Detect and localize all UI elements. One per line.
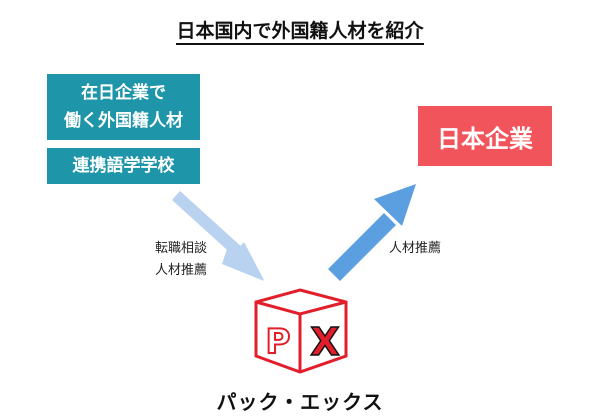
consult-arrow-head xyxy=(222,243,264,281)
foreign-talent-box: 在日企業で 働く外国籍人材 xyxy=(47,74,200,140)
recommend-arrow-head xyxy=(374,184,416,226)
recommend-arrow-shaft xyxy=(328,213,396,281)
left-arrow-label-line2: 人材推薦 xyxy=(154,263,207,278)
consult-arrow-shaft xyxy=(172,191,244,258)
foreign-talent-line2: 働く外国籍人材 xyxy=(64,111,183,131)
svg-text:P: P xyxy=(266,322,291,362)
right-arrow-label-text: 人材推薦 xyxy=(388,241,441,256)
left-arrow-label-line1: 転職相談 xyxy=(154,241,207,256)
foreign-talent-line1: 在日企業で xyxy=(81,83,166,103)
px-logo-icon: P X xyxy=(254,288,348,374)
japanese-company-label: 日本企業 xyxy=(437,123,533,153)
language-school-box: 連携語学学校 xyxy=(47,148,200,184)
svg-text:X: X xyxy=(310,320,339,364)
right-arrow-label: 人材推薦 xyxy=(380,238,450,260)
diagram-title: 日本国内で外国籍人材を紹介 xyxy=(0,16,600,45)
japanese-company-box: 日本企業 xyxy=(418,106,552,166)
title-text: 日本国内で外国籍人材を紹介 xyxy=(176,20,424,45)
language-school-label: 連携語学学校 xyxy=(72,156,175,176)
brand-name: パック・エックス xyxy=(216,390,384,414)
left-arrow-label: 転職相談 人材推薦 xyxy=(146,238,216,282)
